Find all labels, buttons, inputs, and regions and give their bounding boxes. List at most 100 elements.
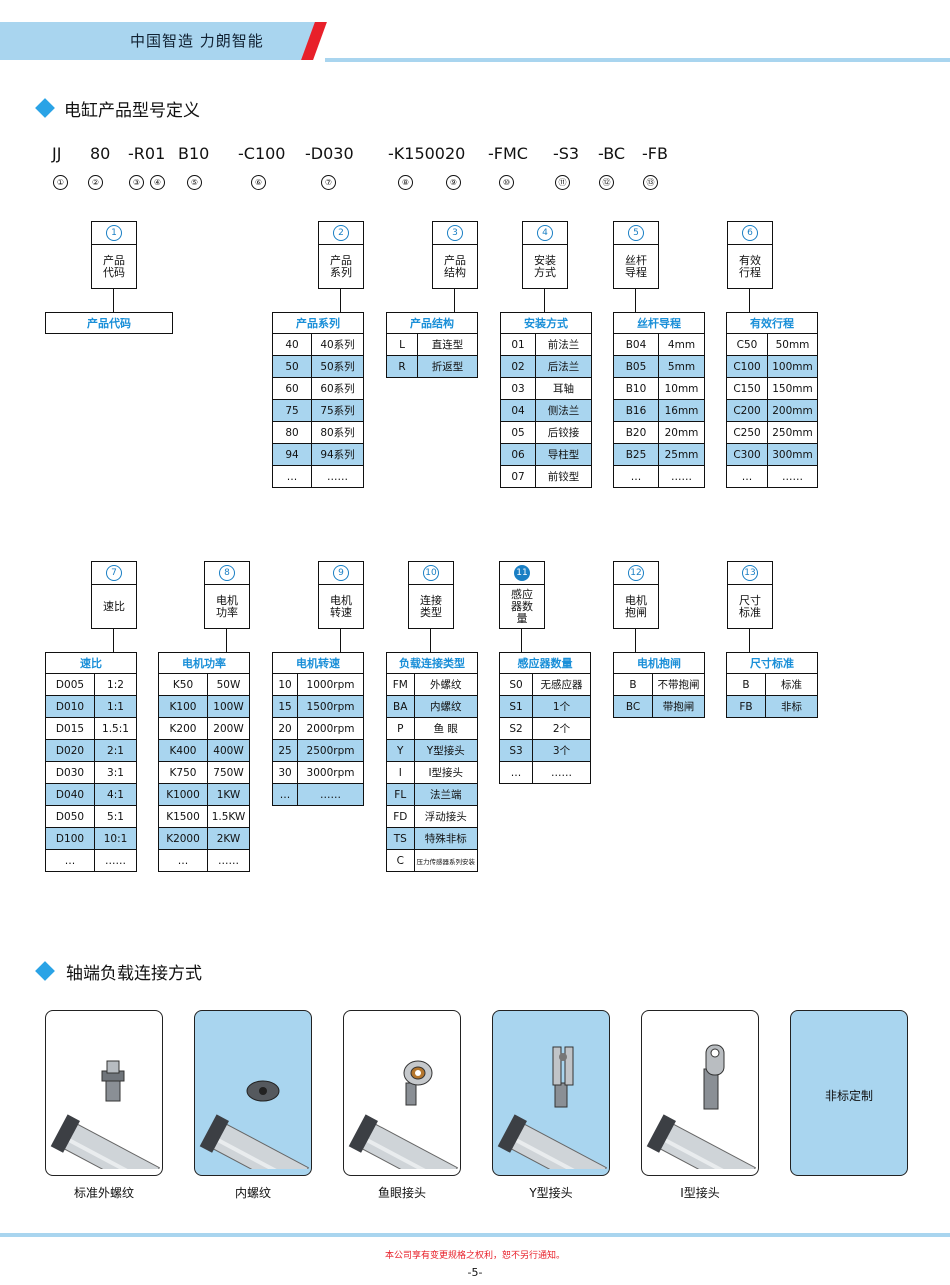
model-code-segment: -D030 xyxy=(305,144,354,163)
code-cell: 94 xyxy=(272,443,312,466)
value-cell: 94系列 xyxy=(311,443,364,466)
code-cell: K200 xyxy=(158,717,208,740)
value-cell: I型接头 xyxy=(413,761,478,784)
parameter-box: 11 感应器数量 xyxy=(499,561,545,629)
code-cell: C100 xyxy=(726,355,768,378)
code-cell: … xyxy=(45,849,95,872)
connection-caption: I型接头 xyxy=(680,1186,720,1200)
value-cell: 耳轴 xyxy=(535,377,592,400)
code-cell: I xyxy=(386,761,415,784)
code-cell: R xyxy=(386,355,418,378)
value-cell: 5mm xyxy=(658,355,705,378)
value-cell: 后法兰 xyxy=(535,355,592,378)
index-badge: 1 xyxy=(106,225,122,241)
code-cell: … xyxy=(726,465,768,488)
code-cell: FD xyxy=(386,805,415,828)
code-cell: B xyxy=(726,673,766,696)
code-cell: 04 xyxy=(500,399,536,422)
value-cell: 50mm xyxy=(767,333,818,356)
value-cell: 前法兰 xyxy=(535,333,592,356)
code-cell: S2 xyxy=(499,717,533,740)
model-code-index: ⑧ xyxy=(398,175,413,190)
code-cell: C200 xyxy=(726,399,768,422)
model-code-index: ⑪ xyxy=(555,175,570,190)
model-code-index: ④ xyxy=(150,175,165,190)
value-cell: 16mm xyxy=(658,399,705,422)
value-cell: 10:1 xyxy=(94,827,137,850)
code-cell: 01 xyxy=(500,333,536,356)
connector-line xyxy=(340,629,341,653)
code-cell: BC xyxy=(613,695,653,718)
section-diamond-icon xyxy=(35,961,55,981)
index-badge: 11 xyxy=(514,565,530,581)
i-joint-icon xyxy=(642,1039,758,1175)
value-cell: 1:2 xyxy=(94,673,137,696)
table-row: ……… xyxy=(272,465,364,488)
spec-table-header: 有效行程 xyxy=(726,312,818,334)
model-code-index: ⑥ xyxy=(251,175,266,190)
spec-table-header: 产品系列 xyxy=(272,312,364,334)
code-cell: 50 xyxy=(272,355,312,378)
table-row: ……… xyxy=(499,761,591,784)
value-cell: 300mm xyxy=(767,443,818,466)
code-cell: … xyxy=(158,849,208,872)
index-badge: 3 xyxy=(447,225,463,241)
value-cell: 50W xyxy=(207,673,250,696)
connection-caption: 内螺纹 xyxy=(234,1186,271,1200)
parameter-label: 感应器数量 xyxy=(511,588,533,625)
code-cell: S0 xyxy=(499,673,533,696)
model-code-segment: -K150020 xyxy=(388,144,466,163)
spec-table-t1: 产品代码 xyxy=(45,312,173,334)
spec-table-header: 感应器数量 xyxy=(499,652,591,674)
value-cell: 内螺纹 xyxy=(413,695,478,718)
code-cell: B05 xyxy=(613,355,659,378)
value-cell: Y型接头 xyxy=(413,739,478,762)
parameter-label: 电机功率 xyxy=(216,594,238,619)
code-cell: B20 xyxy=(613,421,659,444)
model-code-segment: JJ xyxy=(52,144,62,163)
code-cell: S1 xyxy=(499,695,533,718)
value-cell: 标准 xyxy=(765,673,818,696)
code-cell: … xyxy=(272,465,312,488)
table-row: ……… xyxy=(726,465,818,488)
parameter-label: 连接类型 xyxy=(420,594,442,619)
value-cell: 60系列 xyxy=(311,377,364,400)
parameter-label: 电机转速 xyxy=(330,594,352,619)
code-cell: K50 xyxy=(158,673,208,696)
value-cell: 后铰接 xyxy=(535,421,592,444)
value-cell: 1个 xyxy=(532,695,591,718)
code-cell: … xyxy=(499,761,533,784)
code-cell: D005 xyxy=(45,673,95,696)
value-cell: 鱼 眼 xyxy=(413,717,478,740)
connector-line xyxy=(226,629,227,653)
